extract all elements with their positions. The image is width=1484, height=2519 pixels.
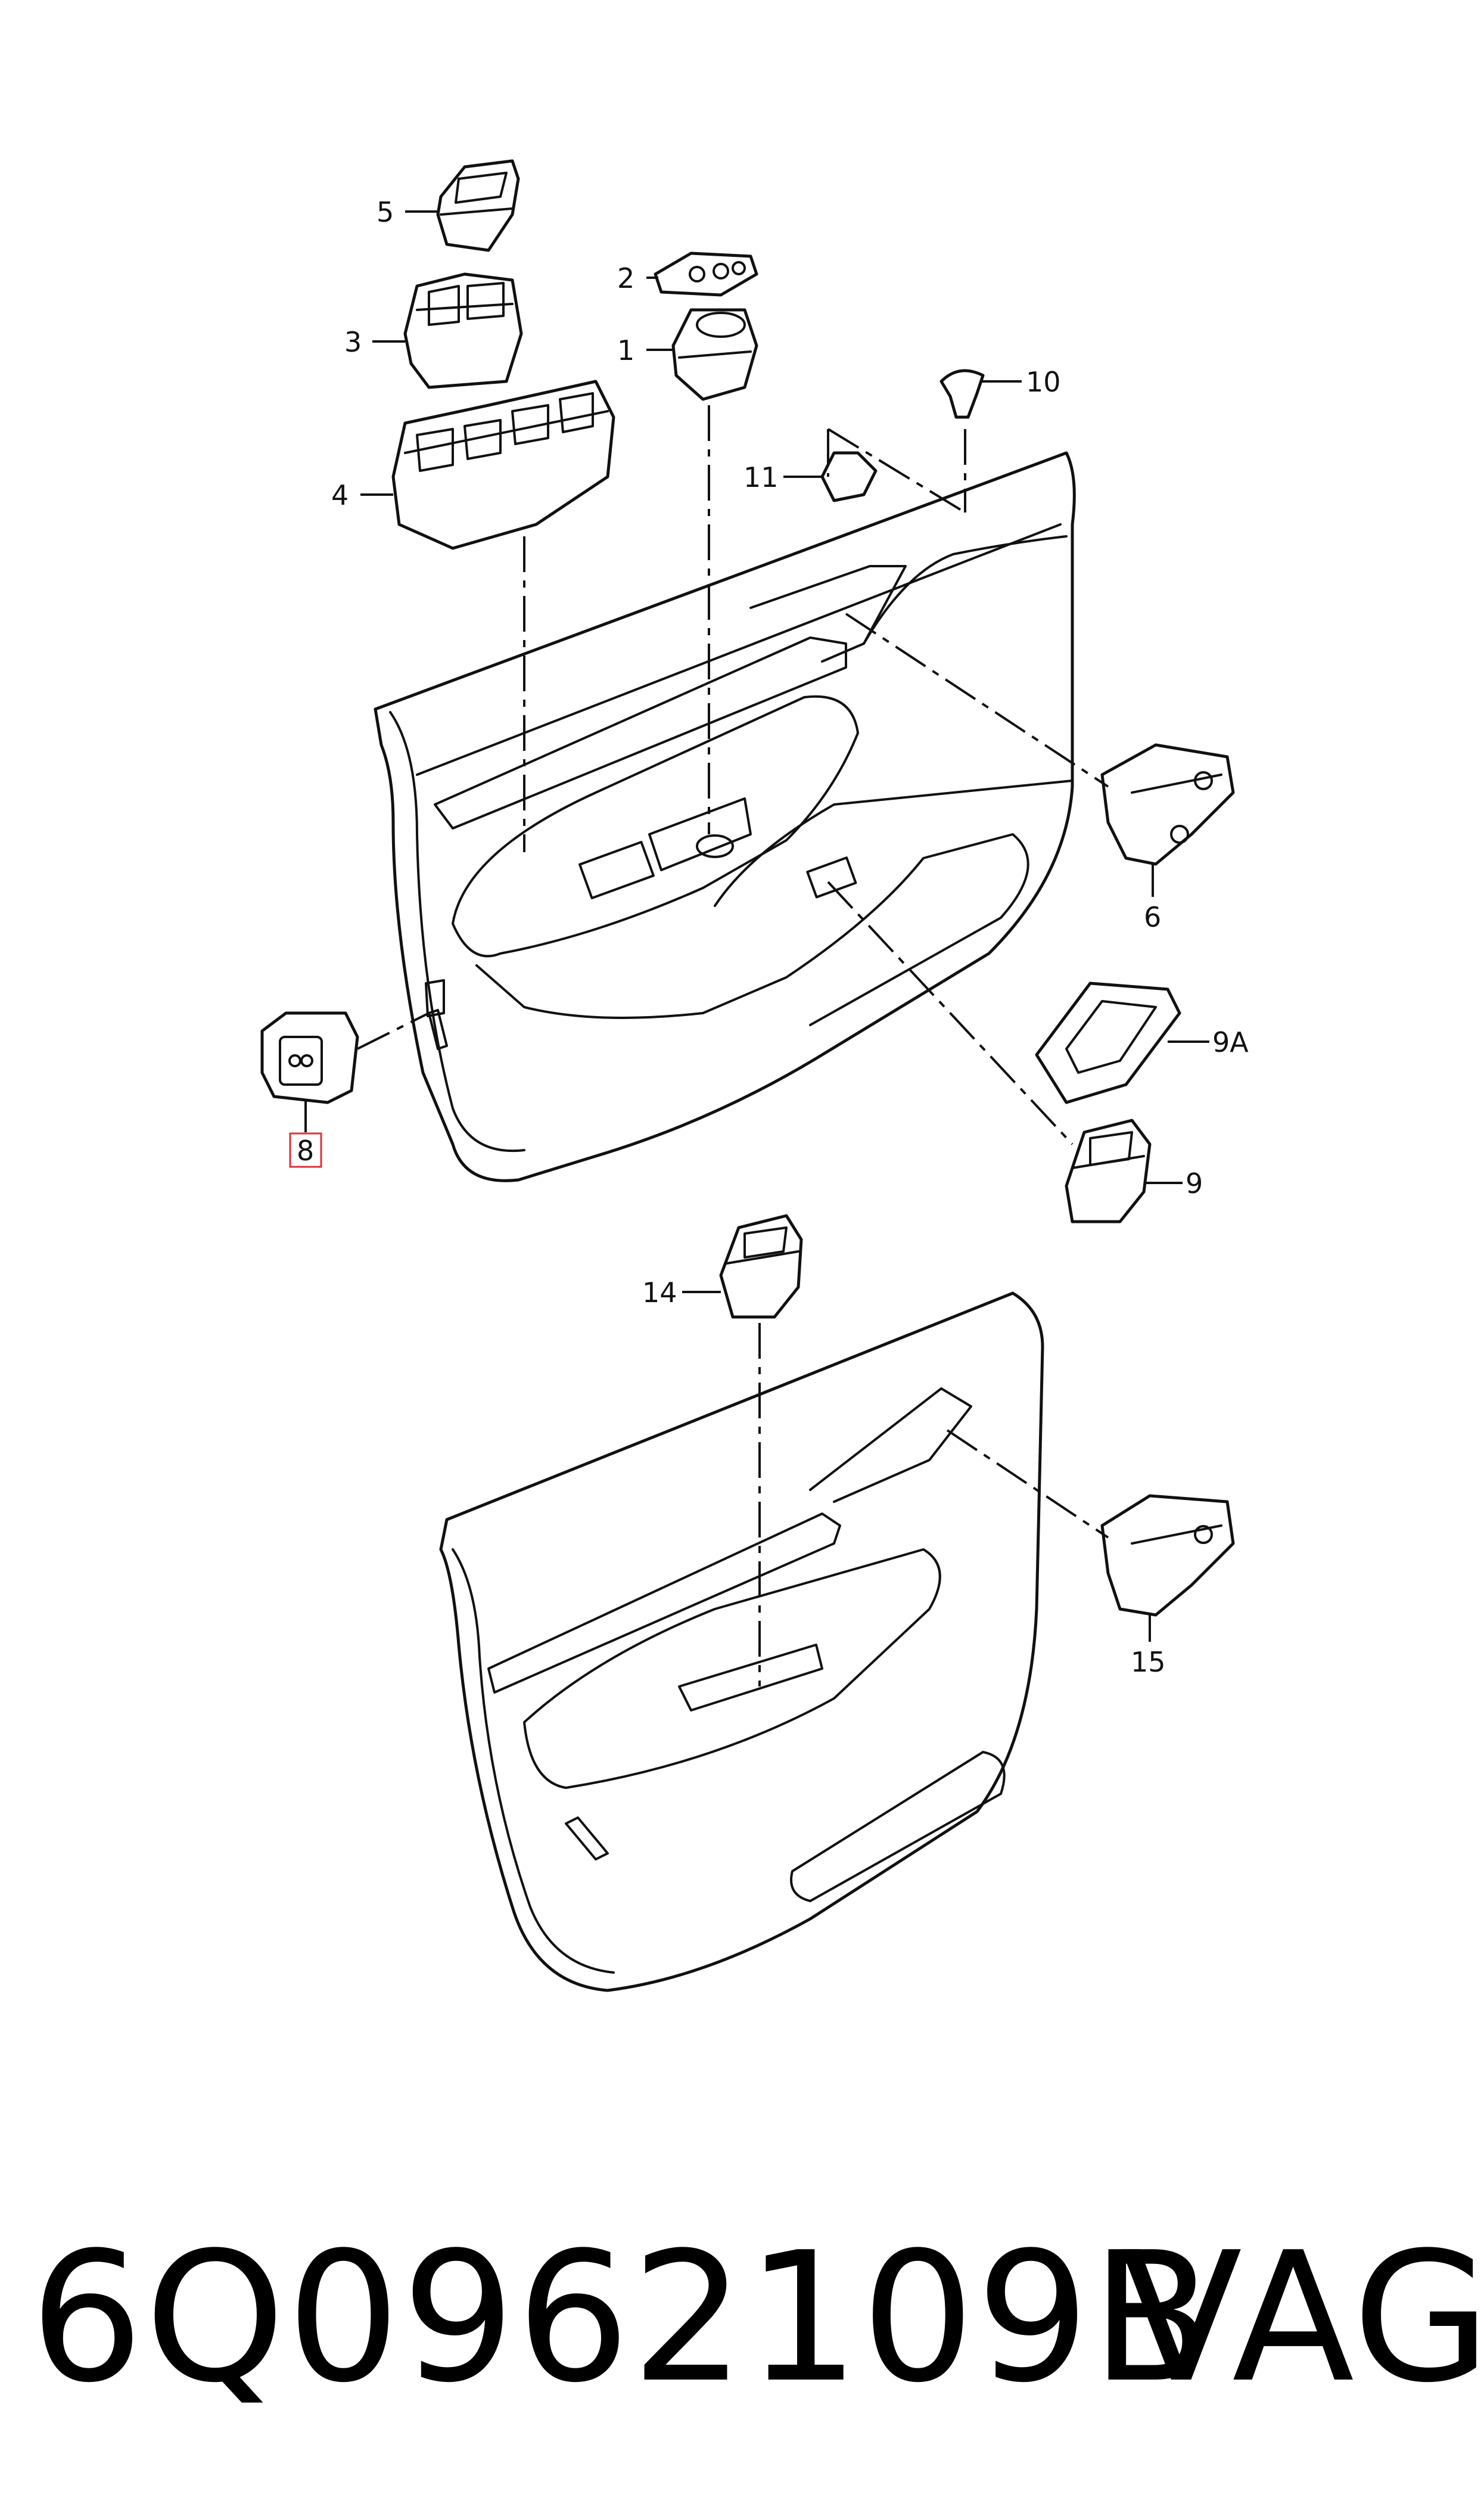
part-15-switch-panel: [1100, 1494, 1235, 1617]
callout-14: 14: [642, 1276, 721, 1309]
part-9-single-switch: [1065, 1119, 1152, 1223]
svg-text:9A: 9A: [1212, 1026, 1249, 1058]
svg-text:15: 15: [1131, 1646, 1166, 1678]
callout-15: 15: [1131, 1615, 1166, 1678]
callout-6: 6: [1144, 864, 1161, 933]
part-2-mirror-trim: [654, 251, 758, 297]
front-door-panel: [374, 451, 1076, 1182]
part-11-connector: [820, 451, 878, 502]
part-3-double-switch: [403, 272, 523, 389]
callout-5: 5: [377, 196, 438, 228]
svg-text:11: 11: [743, 461, 779, 493]
callout-8: 8: [289, 1099, 322, 1168]
svg-text:3: 3: [344, 326, 362, 358]
assembly-lines: [357, 405, 1109, 1686]
brand-label: VAG: [1120, 2214, 1484, 2422]
rear-door-panel: [439, 1291, 1044, 1992]
callout-4: 4: [331, 479, 393, 511]
callout-10: 10: [980, 366, 1061, 398]
part-5-single-switch: [436, 159, 520, 252]
part-1-mirror-switch: [671, 308, 758, 401]
callout-11: 11: [743, 461, 822, 493]
part-8-switch: [260, 1011, 359, 1104]
part-9a-trim-frame: [1035, 981, 1181, 1104]
svg-text:1: 1: [617, 334, 634, 366]
part-6-switch-panel: [1100, 743, 1235, 866]
svg-text:14: 14: [642, 1276, 677, 1309]
svg-text:8: 8: [297, 1135, 314, 1167]
part-14-single-switch: [719, 1214, 803, 1319]
part-4-quad-switch: [391, 380, 615, 550]
part-number-label: 6Q0962109B: [30, 2214, 1215, 2422]
svg-text:2: 2: [617, 262, 634, 294]
svg-text:9: 9: [1186, 1167, 1203, 1200]
part-10-clip: [939, 369, 985, 419]
svg-text:6: 6: [1144, 901, 1161, 933]
svg-text:4: 4: [331, 479, 349, 511]
callout-3: 3: [344, 326, 405, 358]
svg-text:10: 10: [1026, 366, 1061, 398]
callout-1: 1: [617, 334, 673, 366]
callout-8-highlight: [289, 1132, 322, 1168]
callout-2: 2: [617, 262, 658, 294]
callout-9: 9: [1144, 1167, 1203, 1200]
callout-9a: 9A: [1168, 1026, 1249, 1058]
svg-text:5: 5: [377, 196, 394, 228]
